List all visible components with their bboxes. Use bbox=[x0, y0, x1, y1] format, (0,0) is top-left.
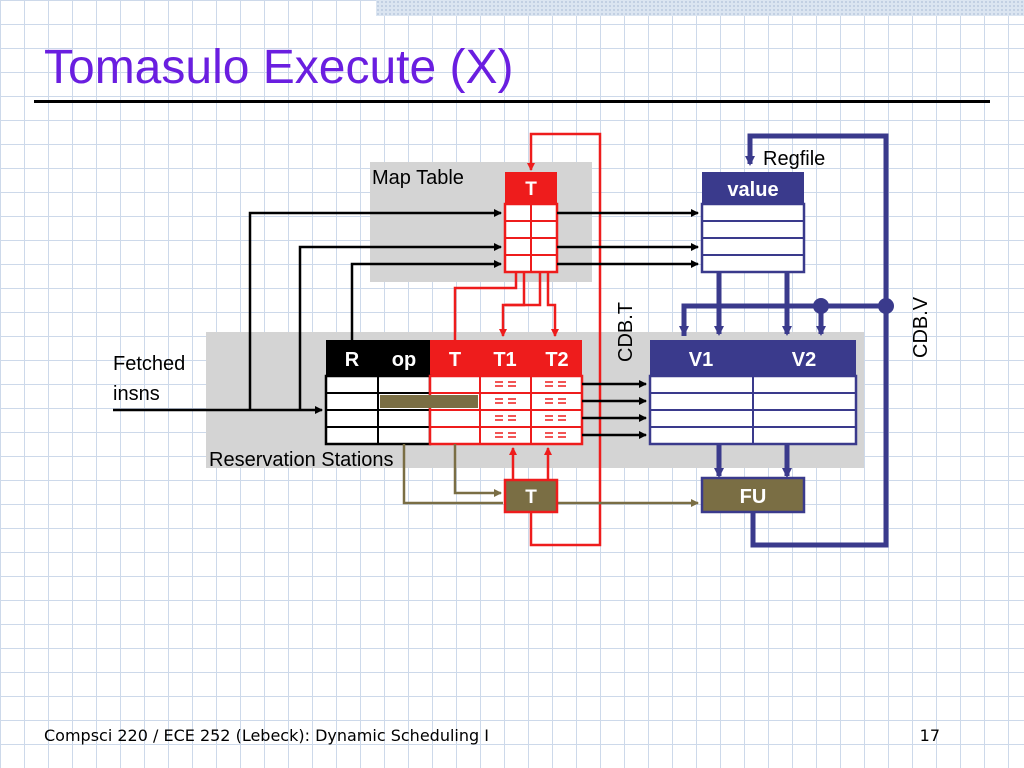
functional-unit bbox=[700, 476, 806, 514]
fu-label: FU bbox=[740, 486, 767, 508]
rs-header-v1: V1 bbox=[689, 349, 713, 371]
map-to-rs-tag-wires bbox=[453, 272, 559, 340]
top-decorative-band bbox=[376, 0, 1024, 16]
fetched-label-line1: Fetched bbox=[113, 353, 185, 375]
fetched-insns-wires bbox=[113, 209, 699, 414]
regfile: value bbox=[700, 172, 806, 274]
tag-match-wires bbox=[582, 380, 647, 439]
map-table-header: T bbox=[525, 179, 537, 200]
regfile-label: Regfile bbox=[763, 148, 825, 170]
map-table-header-cell bbox=[505, 172, 557, 204]
rs-header-t1: T1 bbox=[493, 349, 516, 371]
tag-box bbox=[503, 478, 559, 514]
reservation-stations-label: Reservation Stations bbox=[209, 449, 394, 471]
rs-header-t2: T2 bbox=[545, 349, 568, 371]
title-underline bbox=[34, 100, 990, 103]
rs-selected-row bbox=[380, 395, 478, 408]
cdb-t-label: CDB.T bbox=[615, 302, 637, 362]
cdb-v-label: CDB.V bbox=[910, 296, 932, 358]
tag-box-label: T bbox=[525, 487, 537, 508]
cdb-v-junction-1 bbox=[813, 298, 829, 314]
rs-header-op: op bbox=[392, 349, 416, 371]
fetched-label-line2: insns bbox=[113, 383, 160, 405]
rs-op-header-cell bbox=[378, 340, 430, 376]
regfile-header: value bbox=[727, 179, 778, 201]
rs-header-t: T bbox=[449, 349, 461, 371]
rs-header-v2: V2 bbox=[792, 349, 816, 371]
issue-control-wires bbox=[402, 444, 699, 507]
slide-footer: Compsci 220 / ECE 252 (Lebeck): Dynamic … bbox=[44, 726, 489, 745]
rs-header-r: R bbox=[345, 349, 360, 371]
reservation-stations: R op T T1 T2 V1 V2 bbox=[324, 340, 858, 446]
map-table: T bbox=[503, 172, 559, 274]
tag-broadcast-wires bbox=[509, 447, 552, 480]
cdb-t-bus bbox=[527, 132, 602, 547]
slide-page-number: 17 bbox=[919, 726, 940, 745]
rs-tag-header-cell bbox=[430, 340, 582, 376]
tag-comparators bbox=[495, 381, 566, 438]
map-table-label: Map Table bbox=[372, 167, 464, 189]
cdb-v-junction-2 bbox=[878, 298, 894, 314]
rs-value-header-cell bbox=[650, 340, 856, 376]
rs-r-header-cell bbox=[326, 340, 378, 376]
regfile-header-cell bbox=[702, 172, 804, 204]
slide-title: Tomasulo Execute (X) bbox=[44, 41, 514, 94]
